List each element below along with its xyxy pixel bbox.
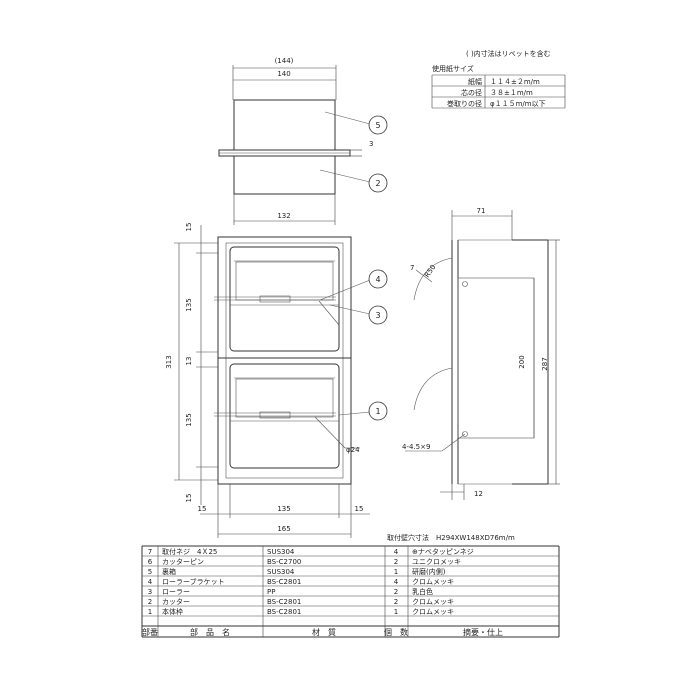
dim-140: 140 <box>277 70 290 78</box>
parts-table-header: 部番 部 品 名 材 質 個 数 摘要・仕上 <box>142 627 503 637</box>
header-finish: 摘要・仕上 <box>463 627 503 637</box>
cell-finish: クロムメッキ <box>412 578 454 586</box>
table-row: 2 カッター BS-C2801 2 クロムメッキ <box>148 597 454 606</box>
dim-15-right: 15 <box>355 505 364 513</box>
dim-287: 287 <box>541 357 549 370</box>
dim-holes: 4-4.5×9 <box>402 443 430 451</box>
cell-name: 裏箱 <box>162 567 176 576</box>
dim-15-bottom: 15 <box>185 494 193 503</box>
header-material: 材 質 <box>312 627 336 637</box>
cell-finish: 研磨(内側) <box>412 567 446 576</box>
dim-135-upper: 135 <box>185 298 193 311</box>
cell-material: BS-C2801 <box>267 598 301 606</box>
dim-r50: R50 <box>423 263 437 279</box>
dim-144: (144) <box>275 57 294 65</box>
cell-no: 6 <box>148 558 153 566</box>
cell-name: 取付ネジ 4Ｘ25 <box>162 547 217 556</box>
cell-qty: 2 <box>394 558 398 566</box>
dim-135-lower: 135 <box>185 413 193 426</box>
balloon-1: 1 <box>375 407 380 416</box>
mounting-note: 取付壁穴寸法 H294XW148XD76m/m <box>387 533 515 542</box>
parts-table <box>141 545 560 638</box>
cell-material: SUS304 <box>267 568 295 576</box>
dim-phi24: φ24 <box>346 446 360 454</box>
core-diameter-value: ３８±１m/m <box>490 89 533 97</box>
dim-12: 12 <box>474 490 483 498</box>
cell-material: BS-C2801 <box>267 578 301 586</box>
header-no: 部番 <box>142 627 158 637</box>
cell-name: カッター <box>162 597 190 606</box>
cell-name: カッターピン <box>162 557 204 566</box>
cell-material: BS-C2700 <box>267 558 301 566</box>
cell-name: ローラー <box>162 588 190 596</box>
table-row: 4 ローラーブラケット BS-C2801 4 クロムメッキ <box>148 577 454 586</box>
cell-finish: ユニクロメッキ <box>412 558 461 566</box>
paper-width-label: 紙幅 <box>468 77 482 86</box>
table-row: 5 裏箱 SUS304 1 研磨(内側) <box>148 567 446 576</box>
paper-size-notes: ( )内寸法はリベットを含む 使用紙サイズ 紙幅 １１４±２m/m 芯の径 ３８… <box>431 49 566 109</box>
dim-13: 13 <box>185 357 193 366</box>
roll-diameter-value: φ１１５m/m以下 <box>490 100 546 108</box>
roll-diameter-label: 巻取りの径 <box>447 99 482 108</box>
cell-qty: 4 <box>394 578 399 586</box>
paper-size-title: 使用紙サイズ <box>432 64 474 73</box>
paper-width-value: １１４±２m/m <box>490 78 540 86</box>
balloon-5: 5 <box>375 121 380 130</box>
dim-15-left: 15 <box>198 505 207 513</box>
front-view: φ24 15 135 313 13 135 15 15 135 15 165 4… <box>165 223 388 538</box>
header-name: 部 品 名 <box>190 627 230 637</box>
dim-3: 3 <box>369 140 373 148</box>
cell-finish: 乳白色 <box>412 587 433 596</box>
balloon-2: 2 <box>375 179 380 188</box>
cell-material: PP <box>267 588 275 596</box>
balloon-4: 4 <box>375 275 380 284</box>
dim-132: 132 <box>277 212 290 220</box>
cell-no: 5 <box>148 568 152 576</box>
table-row: 3 ローラー PP 2 乳白色 <box>148 587 433 596</box>
cell-material: SUS304 <box>267 548 295 556</box>
dim-165: 165 <box>277 525 290 533</box>
balloon-3: 3 <box>375 311 380 320</box>
table-row: 6 カッターピン BS-C2700 2 ユニクロメッキ <box>148 557 461 566</box>
table-row: 7 取付ネジ 4Ｘ25 SUS304 4 ⊕ナベタッピンネジ <box>148 547 474 556</box>
dim-313: 313 <box>165 355 173 368</box>
core-diameter-label: 芯の径 <box>461 88 482 97</box>
cell-finish: クロムメッキ <box>412 598 454 606</box>
cell-name: ローラーブラケット <box>162 577 225 586</box>
cell-no: 7 <box>148 548 152 556</box>
cell-finish: クロムメッキ <box>412 608 454 616</box>
cell-qty: 1 <box>394 608 398 616</box>
dim-71: 71 <box>477 207 486 215</box>
side-view: 71 7 R50 200 287 4-4.5×9 12 <box>402 207 560 500</box>
cell-no: 2 <box>148 598 152 606</box>
header-qty: 個 数 <box>384 627 408 637</box>
cell-qty: 4 <box>394 548 399 556</box>
cell-name: 本体枠 <box>162 607 183 616</box>
cell-material: BS-C2801 <box>267 608 301 616</box>
cell-no: 1 <box>148 608 152 616</box>
cell-qty: 2 <box>394 598 398 606</box>
dim-7: 7 <box>410 264 414 272</box>
dim-15-top: 15 <box>185 223 193 232</box>
cell-qty: 1 <box>394 568 398 576</box>
table-row: 1 本体枠 BS-C2801 1 クロムメッキ <box>148 607 454 616</box>
cell-qty: 2 <box>394 588 398 596</box>
cell-no: 3 <box>148 588 152 596</box>
top-view: (144) 140 132 3 5 2 <box>218 57 388 225</box>
bracket-note: ( )内寸法はリベットを含む <box>466 49 551 58</box>
cell-finish: ⊕ナベタッピンネジ <box>412 547 474 556</box>
dim-200: 200 <box>518 355 526 368</box>
cell-no: 4 <box>148 578 153 586</box>
dim-135-bottom: 135 <box>277 505 290 513</box>
